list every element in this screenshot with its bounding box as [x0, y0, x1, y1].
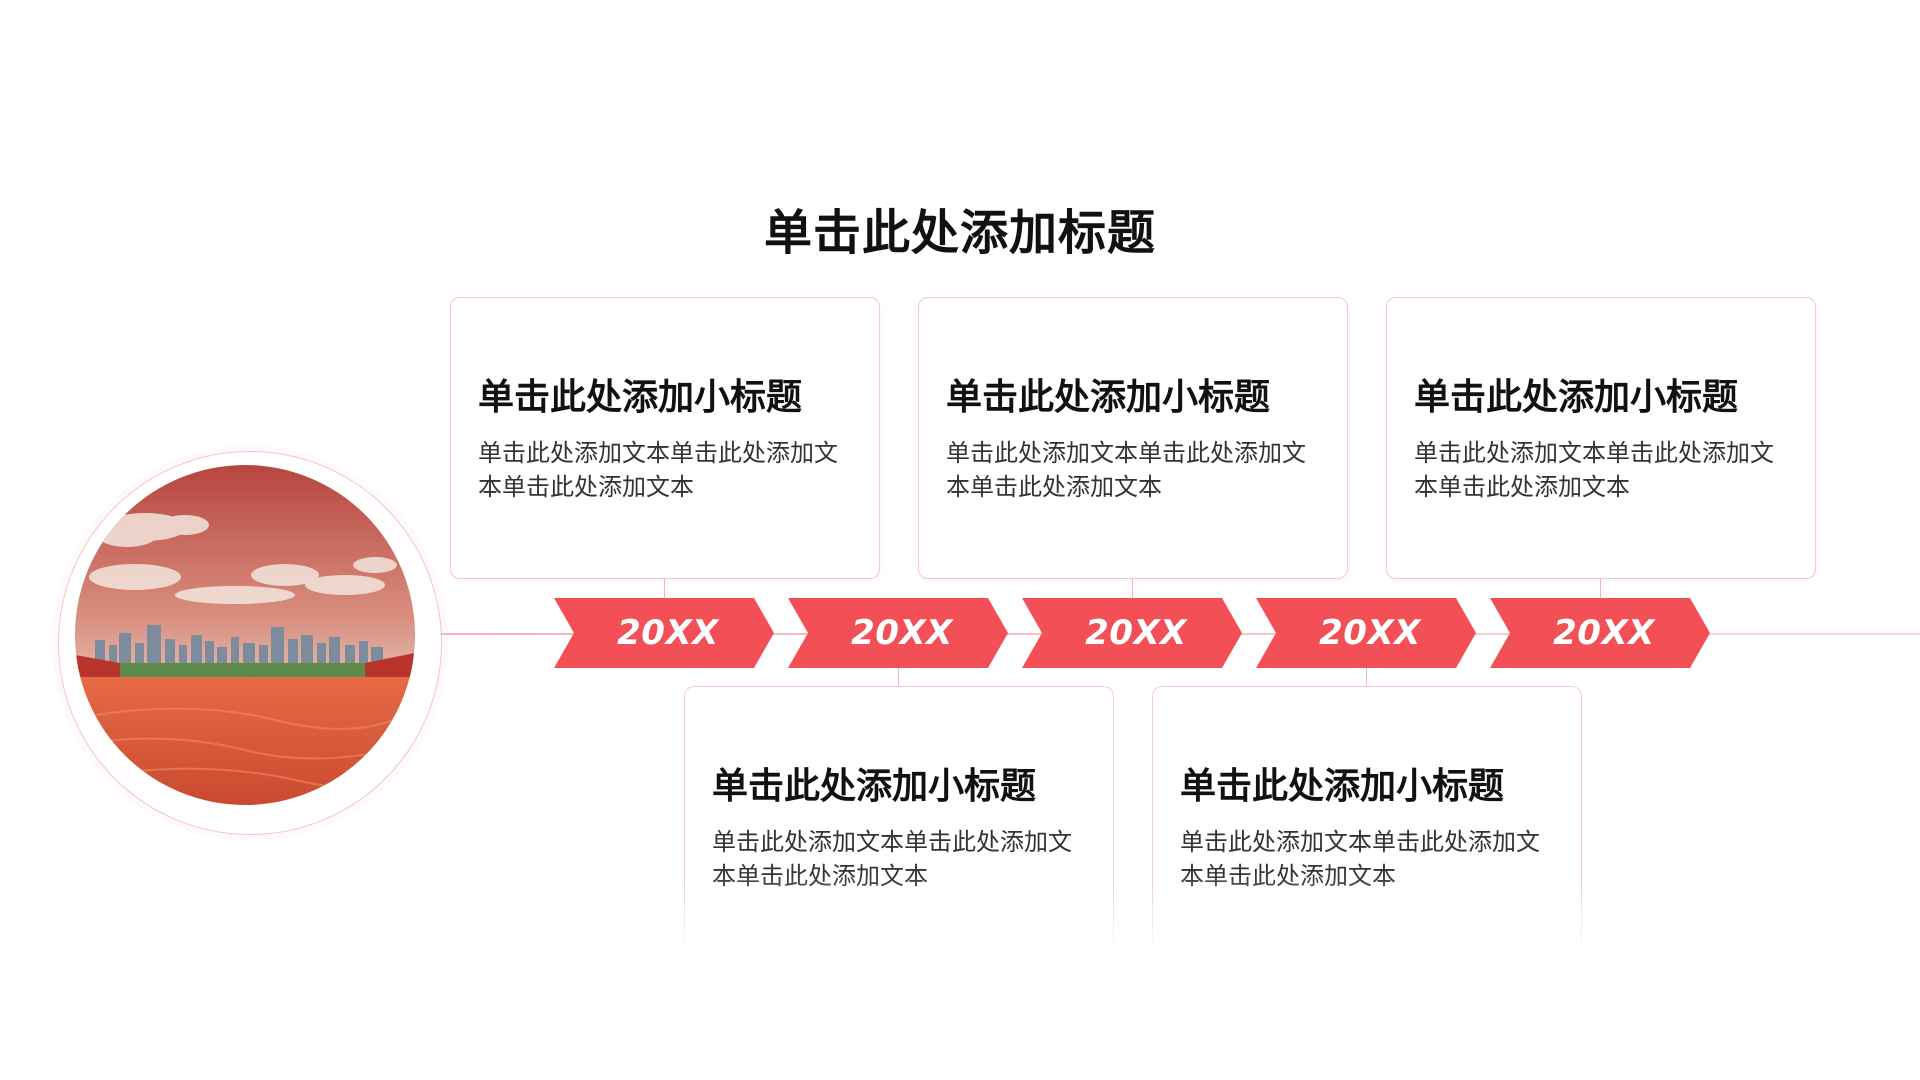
card-connector: [1600, 579, 1601, 598]
year-marker-2[interactable]: 20XX: [788, 598, 1008, 668]
timeline-card-2[interactable]: 单击此处添加小标题 单击此处添加文本单击此处添加文本单击此处添加文本: [918, 297, 1348, 579]
year-label: 20XX: [617, 613, 719, 653]
card-text: 单击此处添加文本单击此处添加文本单击此处添加文本: [478, 439, 838, 501]
stadium-illustration: [75, 465, 415, 805]
picture-connector-line: [440, 634, 560, 635]
card-connector: [664, 579, 665, 598]
card-connector: [1366, 668, 1367, 686]
card-text: 单击此处添加文本单击此处添加文本单击此处添加文本: [1414, 439, 1774, 501]
year-label: 20XX: [851, 613, 953, 653]
page-title[interactable]: 单击此处添加标题: [763, 205, 1156, 261]
timeline-card-1[interactable]: 单击此处添加小标题 单击此处添加文本单击此处添加文本单击此处添加文本: [450, 297, 880, 579]
card-subtitle: 单击此处添加小标题: [1180, 766, 1505, 807]
year-marker-4[interactable]: 20XX: [1256, 598, 1476, 668]
card-subtitle: 单击此处添加小标题: [946, 377, 1271, 418]
year-label: 20XX: [1085, 613, 1187, 653]
card-connector: [898, 668, 899, 686]
card-text: 单击此处添加文本单击此处添加文本单击此处添加文本: [946, 439, 1306, 501]
year-marker-5[interactable]: 20XX: [1490, 598, 1710, 668]
year-marker-3[interactable]: 20XX: [1022, 598, 1242, 668]
card-subtitle: 单击此处添加小标题: [1414, 377, 1739, 418]
year-label: 20XX: [1553, 613, 1655, 653]
timeline-card-4[interactable]: 单击此处添加小标题 单击此处添加文本单击此处添加文本单击此处添加文本: [684, 686, 1114, 956]
card-text: 单击此处添加文本单击此处添加文本单击此处添加文本: [712, 828, 1072, 890]
stadium-picture[interactable]: [75, 465, 415, 805]
card-subtitle: 单击此处添加小标题: [478, 377, 803, 418]
year-marker-1[interactable]: 20XX: [554, 598, 774, 668]
timeline-card-5[interactable]: 单击此处添加小标题 单击此处添加文本单击此处添加文本单击此处添加文本: [1152, 686, 1582, 956]
timeline-card-3[interactable]: 单击此处添加小标题 单击此处添加文本单击此处添加文本单击此处添加文本: [1386, 297, 1816, 579]
card-text: 单击此处添加文本单击此处添加文本单击此处添加文本: [1180, 828, 1540, 890]
card-connector: [1132, 579, 1133, 598]
year-label: 20XX: [1319, 613, 1421, 653]
card-subtitle: 单击此处添加小标题: [712, 766, 1037, 807]
